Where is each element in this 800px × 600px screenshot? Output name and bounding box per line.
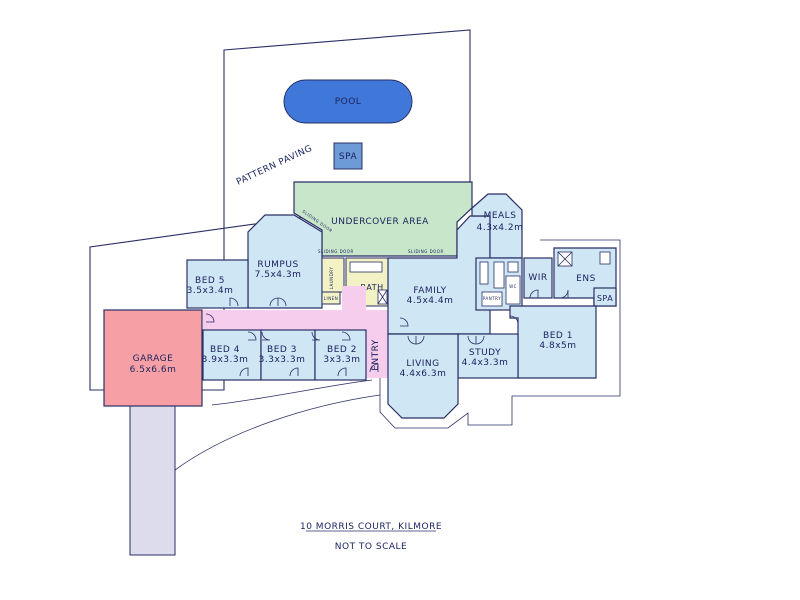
laundry-label: LAUNDRY (329, 267, 334, 290)
kitchen-sink (507, 261, 519, 273)
shower-cross-b (377, 289, 388, 305)
hallway (203, 286, 388, 378)
living-room (387, 333, 459, 419)
meals-size: 4.3x4.2m (477, 223, 524, 233)
wir-name: WIR (528, 273, 547, 283)
bed3-name: BED 3 (267, 345, 297, 355)
kitchen-island (493, 261, 505, 289)
living-name: LIVING (406, 359, 439, 369)
bed4-name: BED 4 (210, 345, 240, 355)
pool-label: POOL (335, 97, 362, 107)
undercover-area-label: UNDERCOVER AREA (331, 217, 429, 227)
ensuite-name: ENS (576, 274, 596, 284)
linen-label: LINEN (324, 296, 338, 301)
wc-room (505, 275, 521, 305)
bed2-room (314, 329, 367, 381)
meals-name: MEALS (484, 211, 517, 221)
study-name: STUDY (469, 348, 501, 358)
study-size: 4.4x3.3m (462, 358, 509, 368)
garage-name: GARAGE (133, 354, 174, 364)
rumpus-size: 7.5x4.3m (255, 270, 302, 280)
driveway-curve (174, 394, 381, 471)
sliding-door-label-3: SLIDING DOOR (408, 249, 444, 254)
wc-label: WC (509, 284, 517, 289)
bed4-room (202, 329, 262, 381)
bath-tub (349, 261, 383, 273)
bed1-size: 4.8x5m (539, 341, 576, 351)
kitchen-bench (479, 261, 489, 285)
path-curve (211, 379, 373, 406)
pool (283, 79, 413, 124)
scale-caption: NOT TO SCALE (335, 542, 407, 552)
bed4-size: 3.9x3.3m (202, 355, 249, 365)
entry-label: ENTRY (371, 339, 381, 371)
linen-cupboard (321, 291, 341, 305)
sliding-door-label-2: SLIDING DOOR (318, 249, 354, 254)
pattern-paving-label: PATTERN PAVING (235, 144, 314, 188)
bed3-size: 3.3x3.3m (259, 355, 306, 365)
outer-path-line (379, 239, 621, 429)
ensuite-wc (599, 251, 611, 265)
bed2-size: 3x3.3m (323, 355, 360, 365)
ensuite-spa-label: SPA (597, 294, 613, 303)
bed5-name: BED 5 (195, 276, 225, 286)
address-caption: 10 MORRIS COURT, KILMORE (300, 522, 442, 532)
family-size: 4.5x4.4m (407, 296, 454, 306)
living-size: 4.4x6.3m (400, 369, 447, 379)
driveway (129, 404, 176, 556)
bed1-name: BED 1 (543, 331, 573, 341)
garage-size: 6.5x6.6m (130, 365, 177, 375)
bath-name: BATH (360, 283, 383, 292)
family-name: FAMILY (413, 286, 446, 296)
bed5-room (186, 259, 249, 309)
door-swings (205, 289, 569, 377)
pantry (481, 291, 503, 307)
bed2-name: BED 2 (327, 345, 357, 355)
bed5-size: 3.5x3.4m (187, 286, 234, 296)
ensuite-spa (593, 287, 617, 307)
outdoor-spa-label: SPA (339, 152, 358, 162)
site-boundary (89, 29, 471, 391)
garage-room (103, 309, 203, 407)
pantry-label: PANTRY (483, 296, 501, 301)
ens-shower-cross-b (557, 251, 573, 267)
outdoor-spa (333, 142, 363, 170)
rumpus-name: RUMPUS (257, 260, 298, 270)
